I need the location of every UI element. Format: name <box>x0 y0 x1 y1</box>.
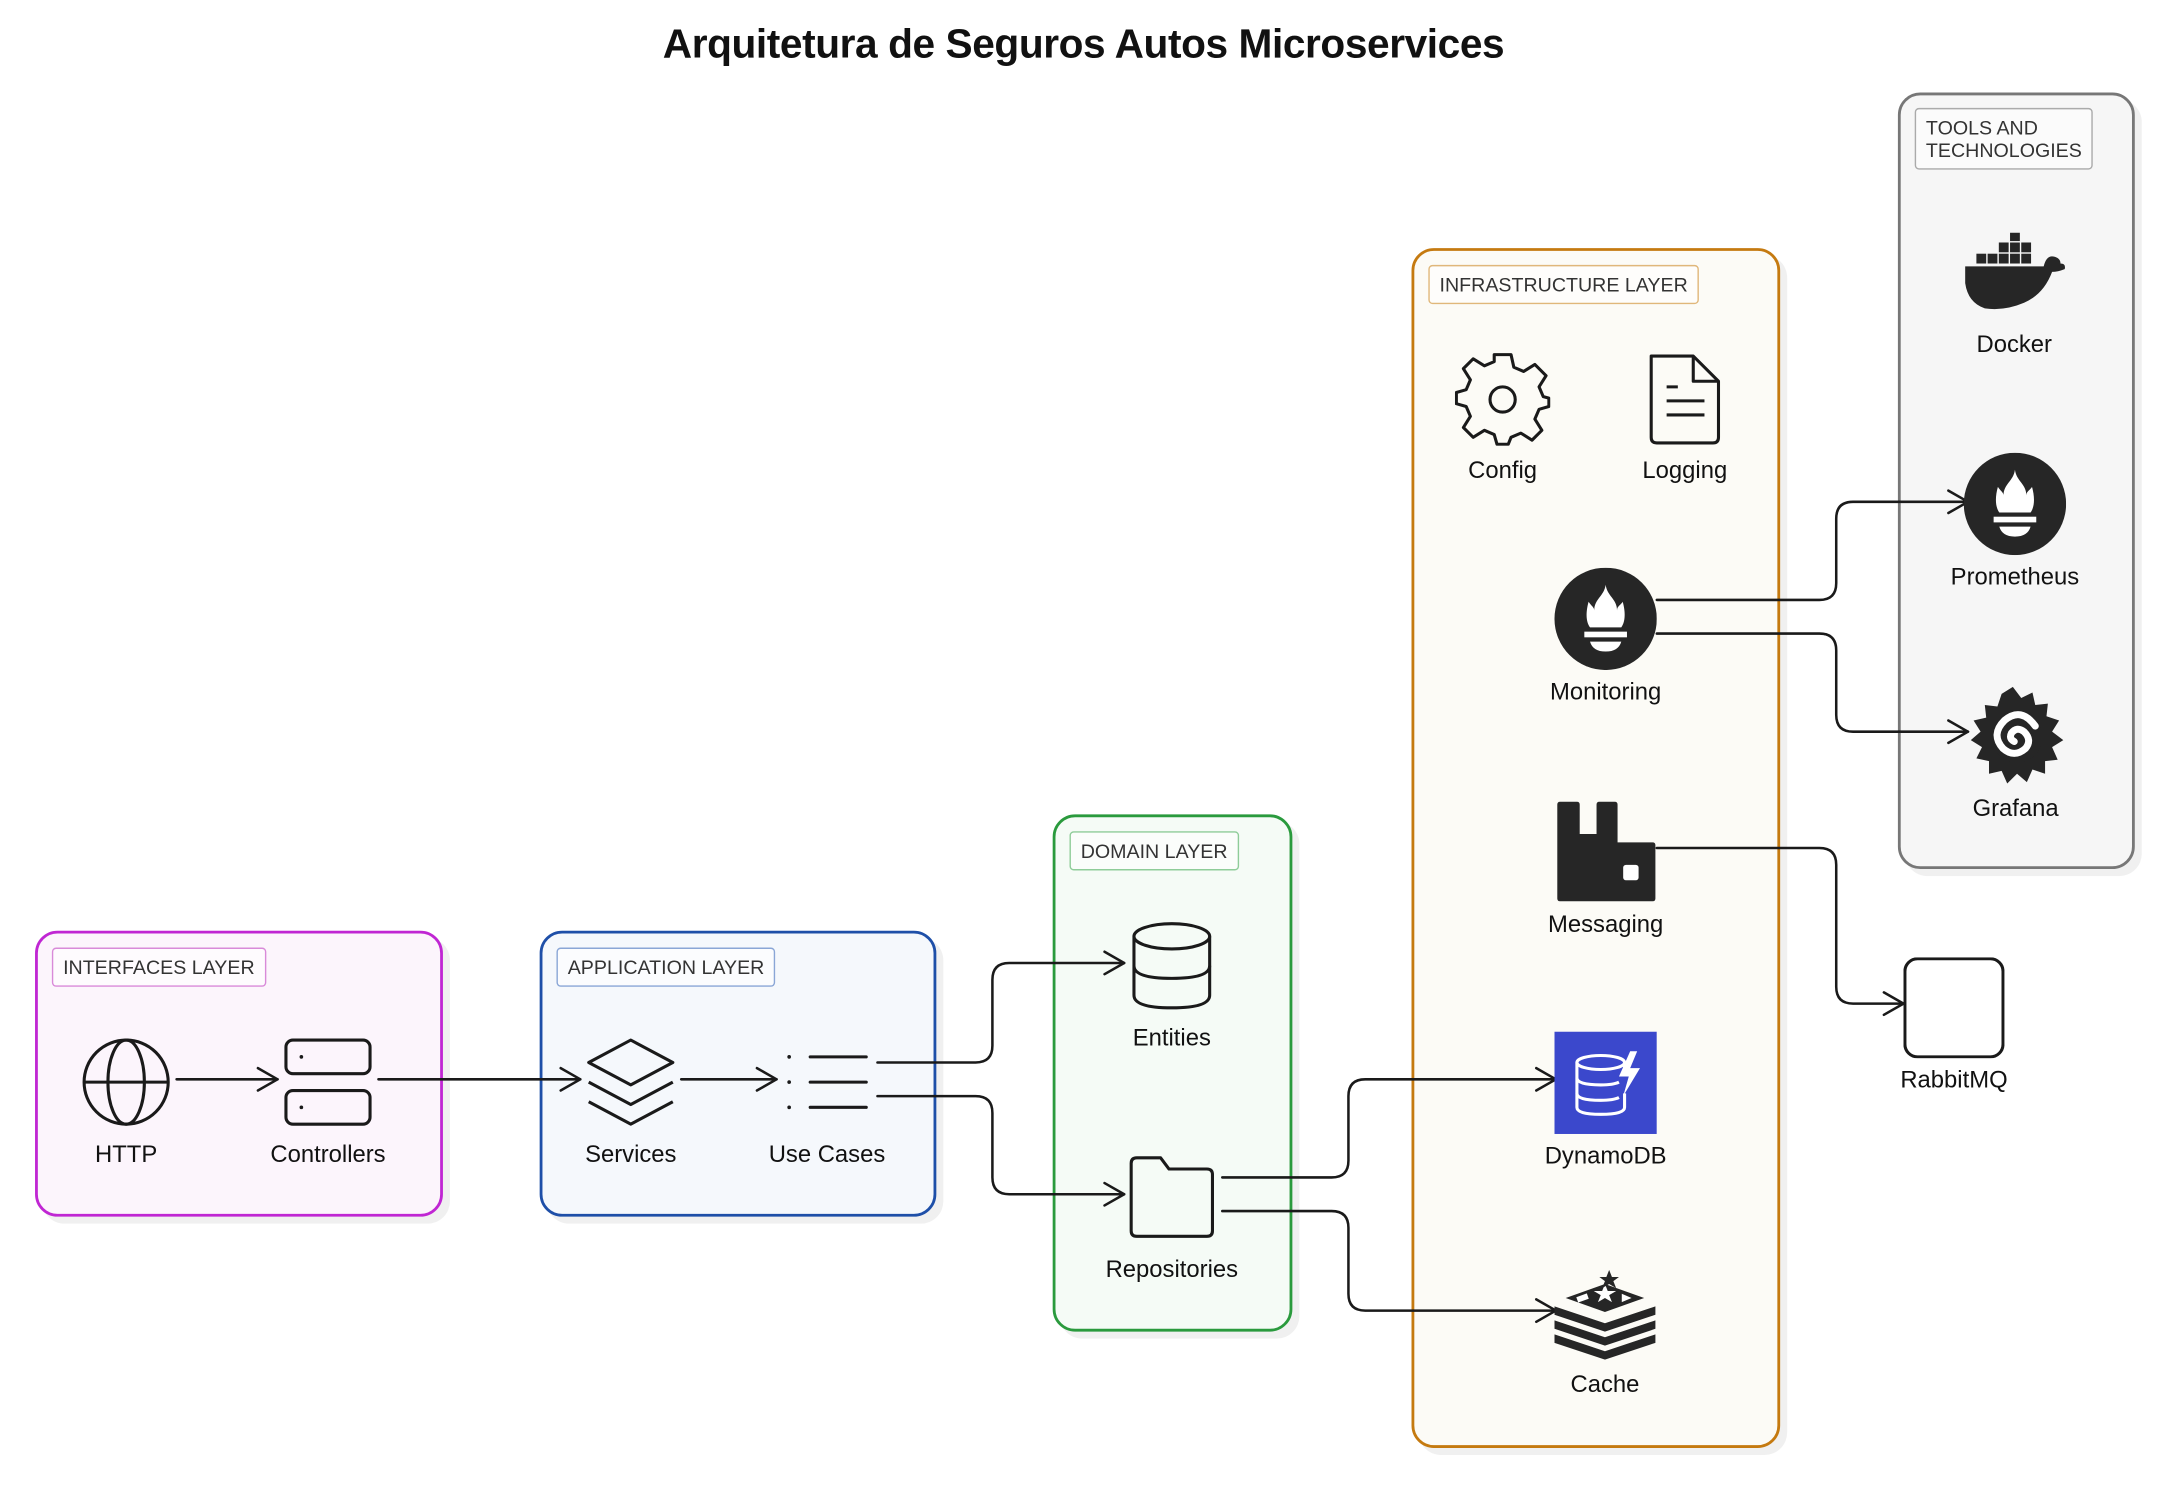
node-prometheus[interactable]: Prometheus <box>1951 452 2079 590</box>
node-label: Cache <box>1570 1370 1640 1398</box>
group-label-application: APPLICATION LAYER <box>556 947 776 987</box>
diagram-title: Arquitetura de Seguros Autos Microservic… <box>662 22 1505 68</box>
node-label: Docker <box>1976 330 2052 358</box>
edge-monitoring-prometheus <box>1655 500 1970 602</box>
node-label: Monitoring <box>1550 678 1662 706</box>
arrowhead <box>1103 1181 1126 1207</box>
node-docker[interactable]: Docker <box>1962 232 2066 357</box>
edge-usecases-entities <box>876 961 1126 1064</box>
blank-box-icon <box>1903 957 2005 1059</box>
redis-icon <box>1554 1269 1656 1360</box>
node-messaging[interactable]: Messaging <box>1548 800 1663 938</box>
database-icon <box>1132 922 1212 1010</box>
file-text-icon <box>1649 354 1721 445</box>
gear-icon <box>1454 353 1551 446</box>
folder-icon <box>1129 1156 1215 1238</box>
node-entities[interactable]: Entities <box>1130 921 1214 1051</box>
group-label-tools: TOOLS AND TECHNOLOGIES <box>1914 107 2094 170</box>
node-controllers[interactable]: Controllers <box>270 1037 386 1168</box>
node-label: Messaging <box>1548 911 1664 938</box>
globe-icon <box>82 1038 170 1126</box>
node-label: RabbitMQ <box>1900 1066 2008 1094</box>
grafana-icon <box>1970 686 2064 784</box>
node-dynamodb[interactable]: DynamoDB <box>1545 1031 1667 1169</box>
node-label: Config <box>1468 456 1538 484</box>
node-label: DynamoDB <box>1544 1142 1667 1170</box>
node-logging[interactable]: Logging <box>1642 353 1727 484</box>
dynamodb-icon <box>1554 1031 1657 1134</box>
group-label-interfaces: INTERFACES LAYER <box>51 947 266 987</box>
edge-messaging-rabbitmq <box>1655 846 1905 1005</box>
list-icon <box>787 1055 868 1110</box>
rabbitmq-icon <box>1557 801 1656 902</box>
edge-repositories-cache <box>1221 1209 1558 1312</box>
node-label: Services <box>585 1140 677 1168</box>
node-http[interactable]: HTTP <box>81 1037 171 1168</box>
node-label: Prometheus <box>1950 563 2080 591</box>
prometheus-icon <box>1963 452 2067 556</box>
node-label: Use Cases <box>768 1140 886 1168</box>
interfaces-layer-group: INTERFACES LAYER <box>35 930 443 1217</box>
node-label: Controllers <box>270 1140 386 1168</box>
arrowhead <box>559 1066 582 1092</box>
application-layer-group: APPLICATION LAYER <box>539 930 937 1217</box>
node-rabbitmq[interactable]: RabbitMQ <box>1900 957 2008 1093</box>
node-cache[interactable]: Cache <box>1552 1269 1659 1397</box>
server-icon <box>284 1038 372 1126</box>
node-label: HTTP <box>95 1140 158 1168</box>
edge-usecases-repositories <box>876 1094 1126 1196</box>
edge-repositories-dynamodb <box>1221 1078 1558 1179</box>
node-monitoring[interactable]: Monitoring <box>1550 567 1661 705</box>
group-label-infrastructure: INFRASTRUCTURE LAYER <box>1428 264 1699 305</box>
arrowhead <box>1947 719 1970 745</box>
arrowhead <box>1103 950 1126 976</box>
node-repositories[interactable]: Repositories <box>1106 1152 1238 1283</box>
node-label: Repositories <box>1105 1255 1239 1283</box>
edge-monitoring-grafana <box>1655 632 1970 733</box>
node-label: Logging <box>1642 456 1728 484</box>
node-label: Entities <box>1132 1024 1211 1052</box>
group-label-domain: DOMAIN LAYER <box>1069 831 1239 871</box>
arrowhead <box>755 1066 778 1092</box>
prometheus-icon <box>1554 567 1657 671</box>
docker-icon <box>1965 232 2065 310</box>
node-config[interactable]: Config <box>1454 350 1551 484</box>
arrowhead <box>256 1066 279 1092</box>
domain-layer-group: DOMAIN LAYER <box>1052 814 1293 1332</box>
node-services[interactable]: Services <box>585 1037 676 1168</box>
node-label: Grafana <box>1972 794 2059 822</box>
node-grafana[interactable]: Grafana <box>1965 684 2066 821</box>
node-use-cases[interactable]: Use Cases <box>769 1037 885 1168</box>
layers-icon <box>587 1038 675 1126</box>
